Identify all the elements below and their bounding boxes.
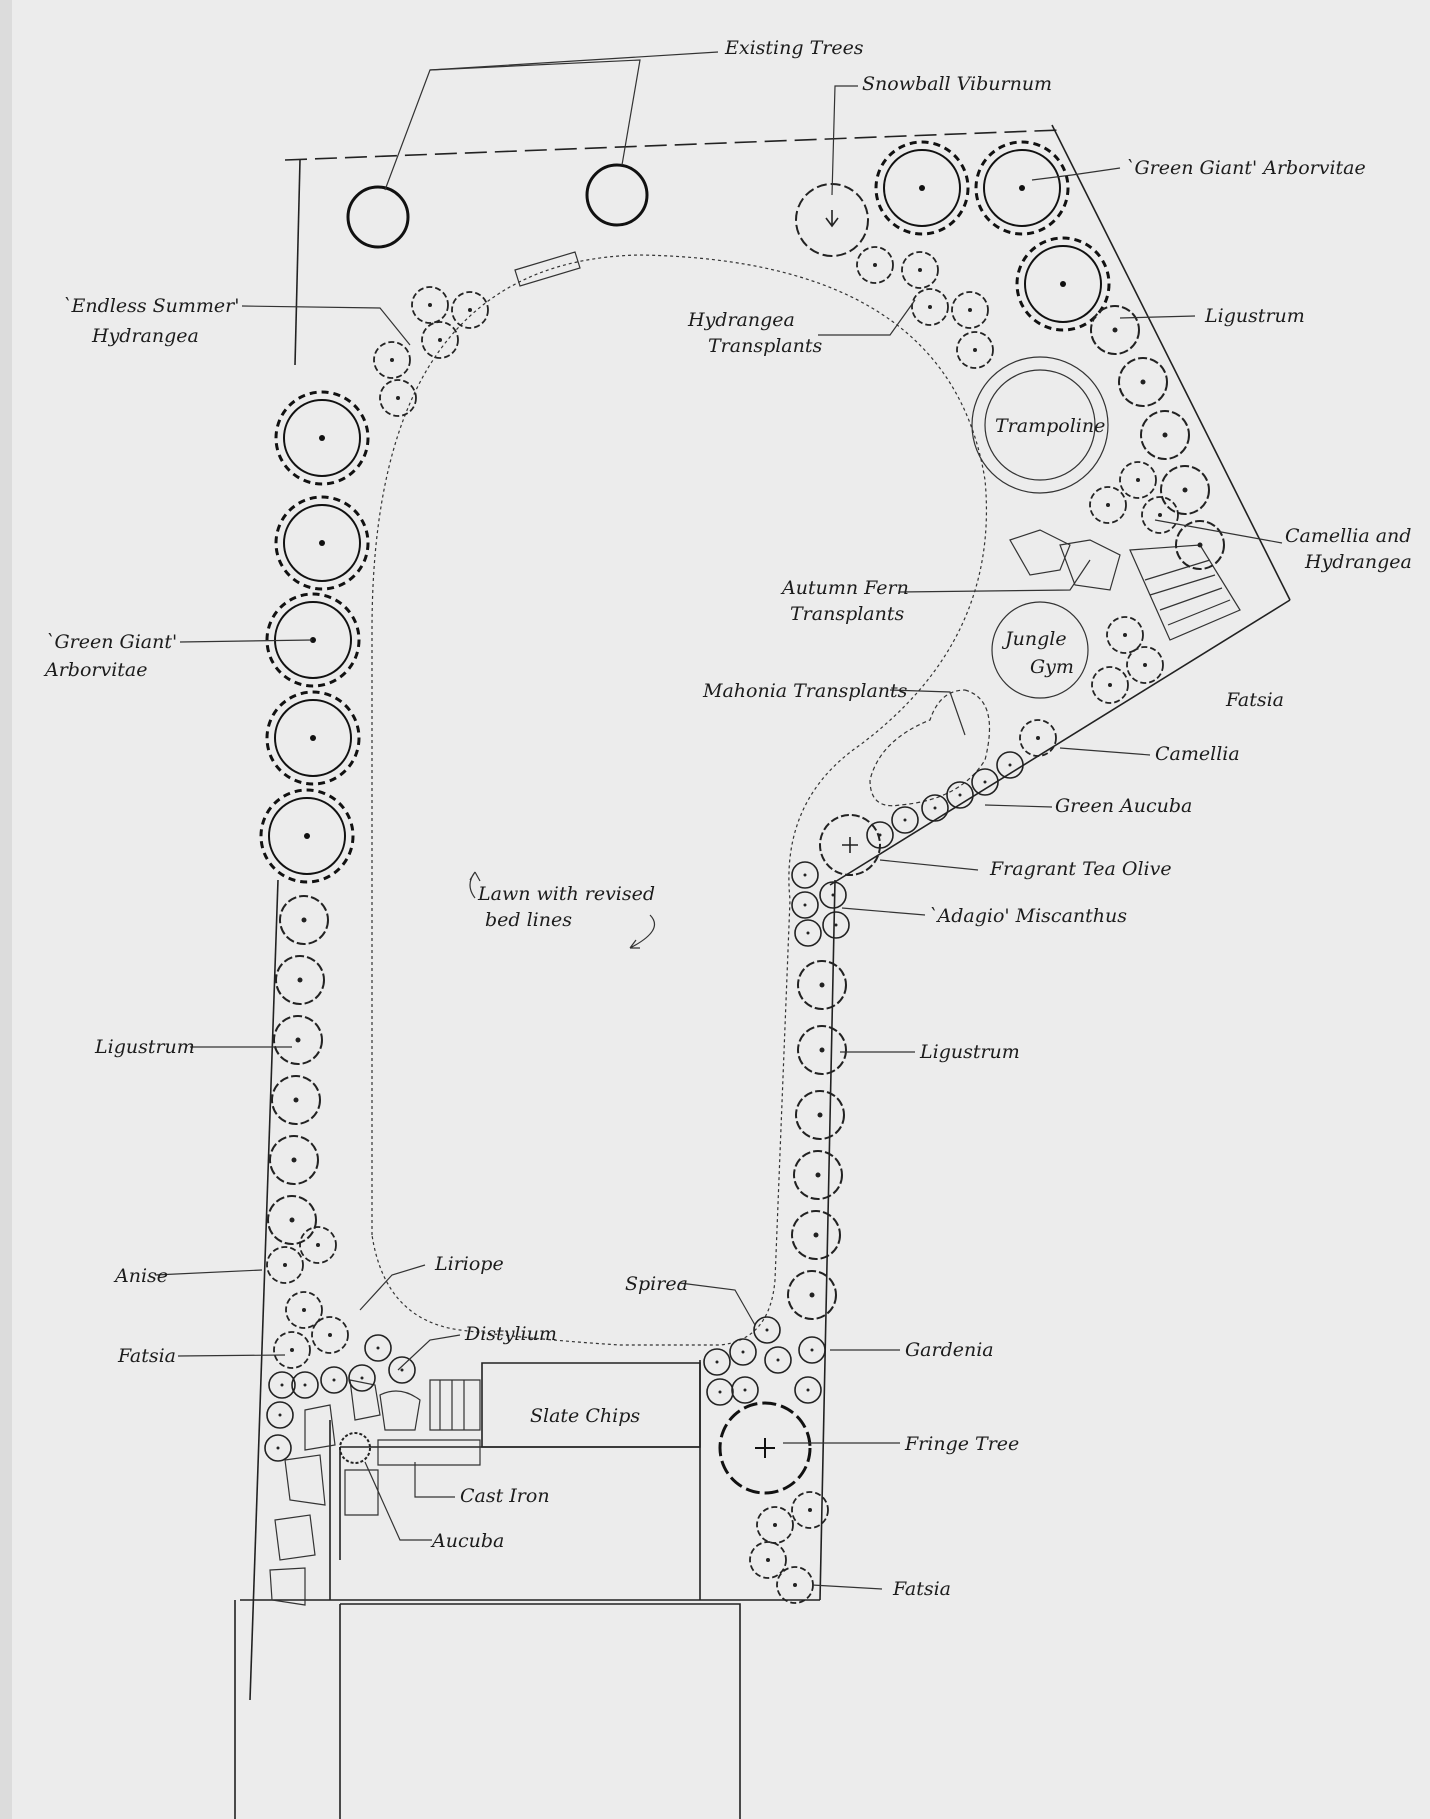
- label-hydrangea-transplants: Hydrangea: [687, 309, 795, 331]
- property-lines: [234, 124, 1291, 1819]
- existing-tree: [346, 185, 410, 249]
- lawn-bed-line: [371, 254, 988, 1346]
- label-adagio-miscanthus: `Adagio' Miscanthus: [928, 905, 1127, 927]
- label-gardenia: Gardenia: [905, 1339, 994, 1361]
- label-fragrant-tea-olive: Fragrant Tea Olive: [989, 858, 1172, 880]
- label-lawn-2: bed lines: [485, 909, 572, 931]
- existing-tree: [585, 163, 649, 227]
- trampoline-outer: [971, 356, 1109, 494]
- label-trampoline: Trampoline: [995, 415, 1105, 437]
- label-jungle-gym: Jungle: [1001, 628, 1067, 650]
- label-ligustrum-left: Ligustrum: [94, 1036, 195, 1058]
- trampoline-inner: [984, 369, 1096, 481]
- bench: [514, 251, 581, 287]
- leader-lines: [154, 51, 1283, 1590]
- label-endless-summer-2: Hydrangea: [91, 325, 199, 347]
- label-autumn-fern-2: Transplants: [790, 603, 905, 625]
- label-camellia-hydrangea-2: Hydrangea: [1304, 551, 1412, 573]
- label-spirea: Spirea: [625, 1273, 688, 1295]
- jungle-gym: [991, 601, 1089, 699]
- label-snowball-viburnum: Snowball Viburnum: [862, 73, 1052, 95]
- label-hydrangea-transplants-2: Transplants: [708, 335, 823, 357]
- label-slate-chips: Slate Chips: [530, 1405, 640, 1427]
- fringe-tree: [718, 1401, 812, 1495]
- label-mahonia: Mahonia Transplants: [702, 680, 908, 702]
- label-ligustrum-right: Ligustrum: [919, 1041, 1020, 1063]
- label-camellia: Camellia: [1155, 743, 1240, 765]
- label-distylium: Distylium: [464, 1323, 557, 1345]
- label-lawn: Lawn with revised: [477, 883, 655, 905]
- aucuba: [339, 1432, 371, 1464]
- label-ligustrum-top: Ligustrum: [1204, 305, 1305, 327]
- label-existing-trees: Existing Trees: [724, 37, 864, 59]
- label-autumn-fern: Autumn Fern: [780, 577, 909, 599]
- mahonia-bed: [869, 689, 991, 807]
- label-fatsia-bottom: Fatsia: [892, 1578, 951, 1600]
- label-green-giant-left: `Green Giant': [45, 631, 177, 653]
- label-anise: Anise: [113, 1265, 168, 1287]
- patio: [269, 1362, 701, 1606]
- label-green-giant-left-2: Arborvitae: [43, 659, 148, 681]
- label-aucuba: Aucuba: [430, 1530, 504, 1552]
- fragrant-tea-olive: [819, 814, 881, 876]
- label-liriope: Liriope: [434, 1253, 504, 1275]
- label-green-giant-right: `Green Giant' Arborvitae: [1125, 157, 1366, 179]
- label-fatsia-right: Fatsia: [1225, 689, 1284, 711]
- label-cast-iron: Cast Iron: [460, 1485, 550, 1507]
- label-endless-summer: `Endless Summer': [62, 295, 239, 317]
- label-fringe-tree: Fringe Tree: [904, 1433, 1019, 1455]
- label-green-aucuba: Green Aucuba: [1055, 795, 1192, 817]
- label-jungle-gym-2: Gym: [1030, 656, 1074, 678]
- label-fatsia-left: Fatsia: [117, 1345, 176, 1367]
- label-camellia-hydrangea: Camellia and: [1285, 525, 1411, 547]
